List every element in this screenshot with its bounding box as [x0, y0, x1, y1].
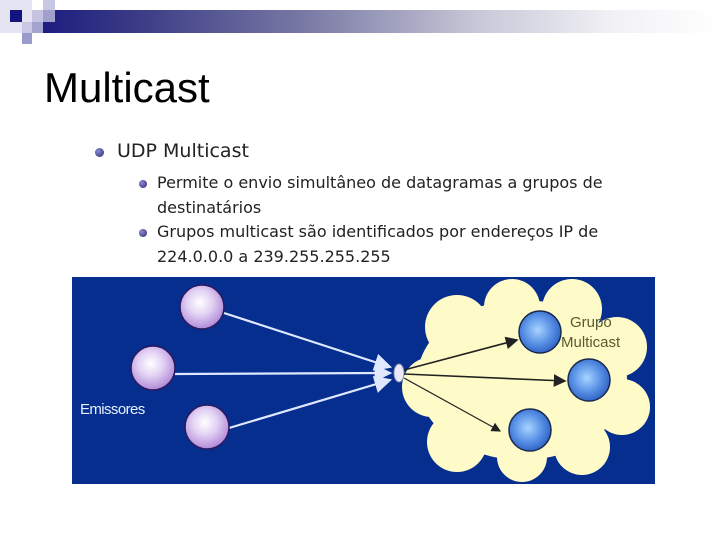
bullet-udp-multicast: UDP Multicast [95, 138, 615, 164]
header-gradient-bar [32, 10, 720, 33]
receiver-node-icon [567, 358, 611, 402]
router-node-icon [393, 363, 405, 383]
slide-title: Multicast [44, 64, 210, 111]
multicast-group-cloud [402, 279, 650, 482]
corner-square-pale [43, 0, 55, 10]
corner-square-mid3 [22, 22, 32, 33]
group-label-line1: Grupo [570, 314, 612, 331]
sender-node-icon [179, 284, 225, 330]
senders-label: Emissores [80, 401, 145, 418]
sub-bullet-text-line2: destinatários [157, 197, 262, 217]
multicast-diagram: Emissores Grupo Multicast [72, 277, 655, 484]
corner-square-mid2 [43, 10, 55, 22]
sub-bullet-grupos: Grupos multicast são identificados por e… [95, 220, 615, 269]
sender-node-icon [184, 404, 230, 450]
sub-bullet-permite: Permite o envio simultâneo de datagramas… [95, 171, 615, 220]
sub-bullet-text-line1: Grupos multicast são identificados por e… [157, 222, 599, 241]
receiver-node-icon [508, 408, 552, 452]
sender-node-icon [130, 345, 176, 391]
bullet-list: UDP Multicast Permite o envio simultâneo… [95, 138, 615, 269]
sub-bullet-text-line1: Permite o envio simultâneo de datagramas… [157, 173, 603, 192]
corner-square-mid [32, 10, 43, 22]
bullet-text: UDP Multicast [117, 140, 249, 162]
corner-square-mid4 [32, 22, 43, 33]
bullet-icon [95, 148, 104, 157]
corner-square-bottom [22, 33, 32, 44]
corner-square-dark [10, 10, 22, 22]
group-label-line2: Multicast [561, 334, 621, 351]
sub-bullet-text-line2: 224.0.0.0 a 239.255.255.255 [157, 246, 391, 266]
sub-bullet-icon [139, 229, 147, 237]
sub-bullet-icon [139, 180, 147, 188]
receiver-node-icon [518, 310, 562, 354]
